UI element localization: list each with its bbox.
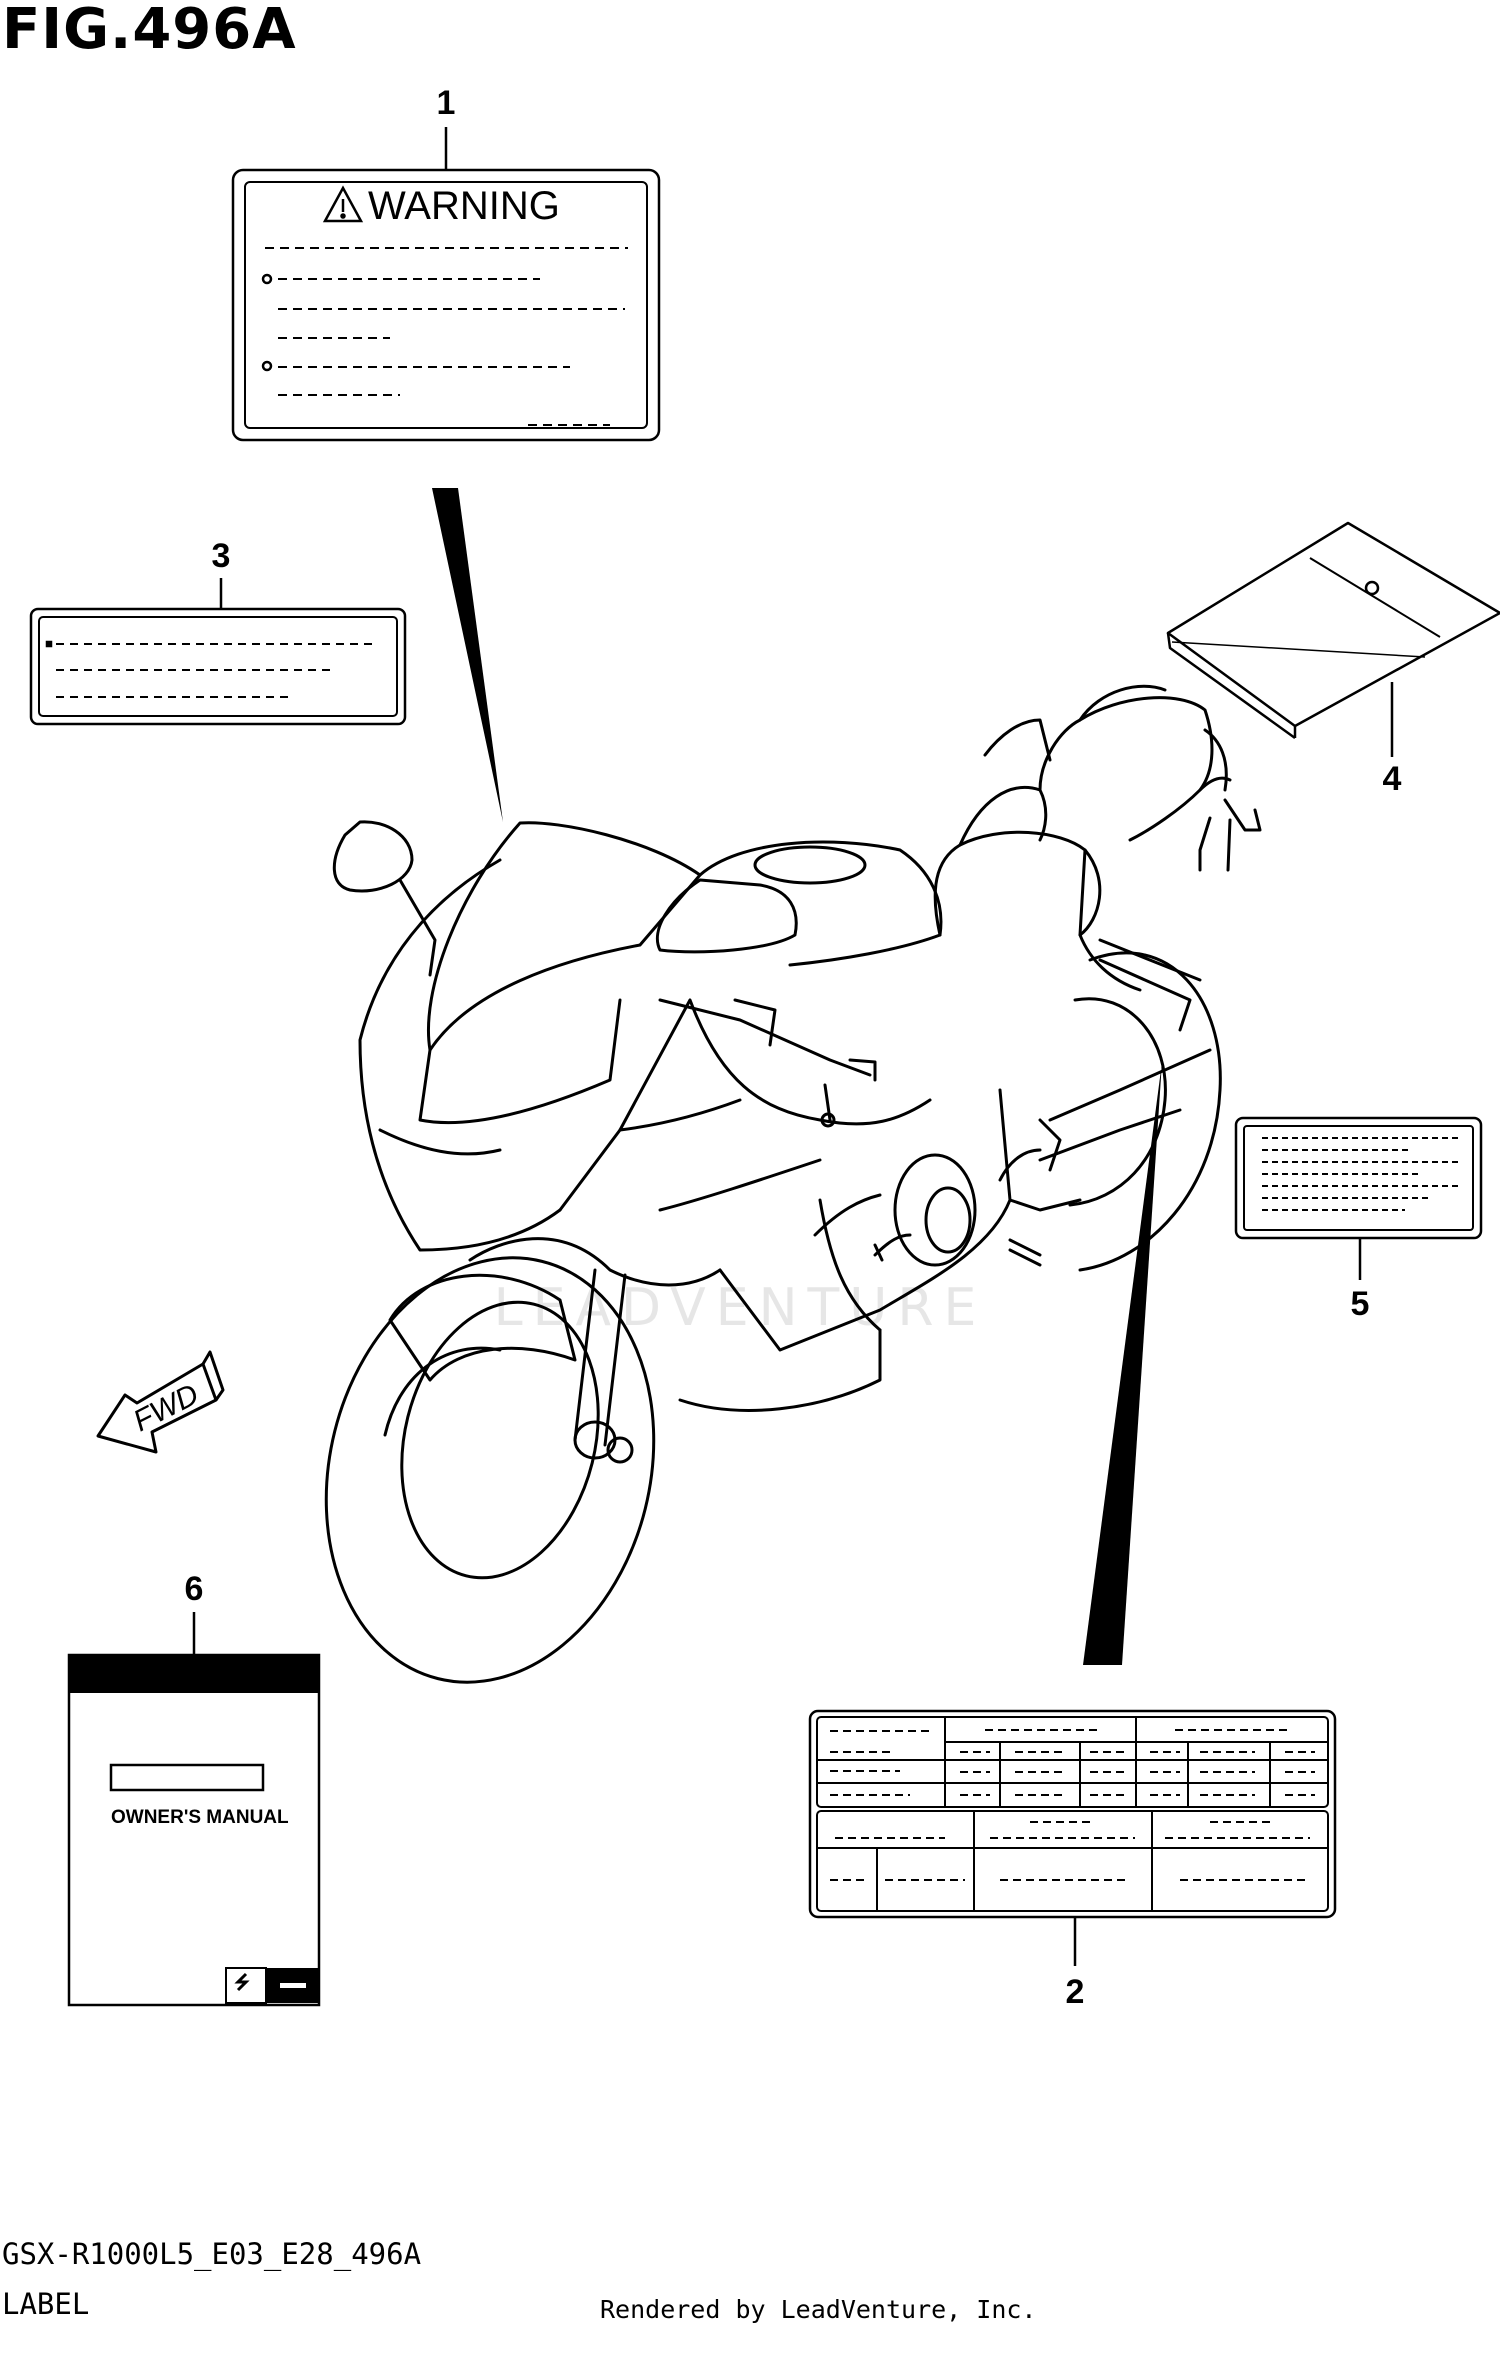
label-2-table[interactable] (808, 1709, 1337, 1919)
suzuki-logo-icon (234, 1972, 250, 1992)
label-5[interactable] (1234, 1116, 1483, 1240)
callout-4[interactable]: 4 (1383, 760, 1402, 798)
callout-1[interactable]: 1 (437, 84, 456, 122)
rendered-by-credit: Rendered by LeadVenture, Inc. (600, 2295, 1037, 2324)
leader-lines (192, 127, 1394, 1966)
callout-2[interactable]: 2 (1066, 1973, 1085, 2011)
diagram-caption: LABEL (2, 2287, 90, 2321)
callout-3[interactable]: 3 (212, 537, 231, 575)
motorcycle-illustration (324, 684, 1262, 1684)
manual-title: OWNER'S MANUAL (111, 1807, 289, 1828)
warning-label[interactable] (231, 168, 661, 442)
pointer-wedge-1 (432, 488, 503, 822)
label-3[interactable] (29, 607, 407, 726)
pointer-wedge-2 (1083, 1062, 1162, 1665)
label-4-sheet[interactable] (1166, 521, 1500, 740)
callout-5[interactable]: 5 (1351, 1285, 1370, 1323)
warning-triangle-icon (322, 185, 364, 223)
diagram-code: GSX-R1000L5_E03_E28_496A (2, 2237, 422, 2271)
owners-manual[interactable] (67, 1653, 321, 2007)
callout-6[interactable]: 6 (185, 1570, 204, 1608)
forward-arrow-icon (96, 1350, 225, 1454)
warning-heading: WARNING (368, 184, 560, 228)
figure-title: FIG.496A (2, 0, 297, 62)
